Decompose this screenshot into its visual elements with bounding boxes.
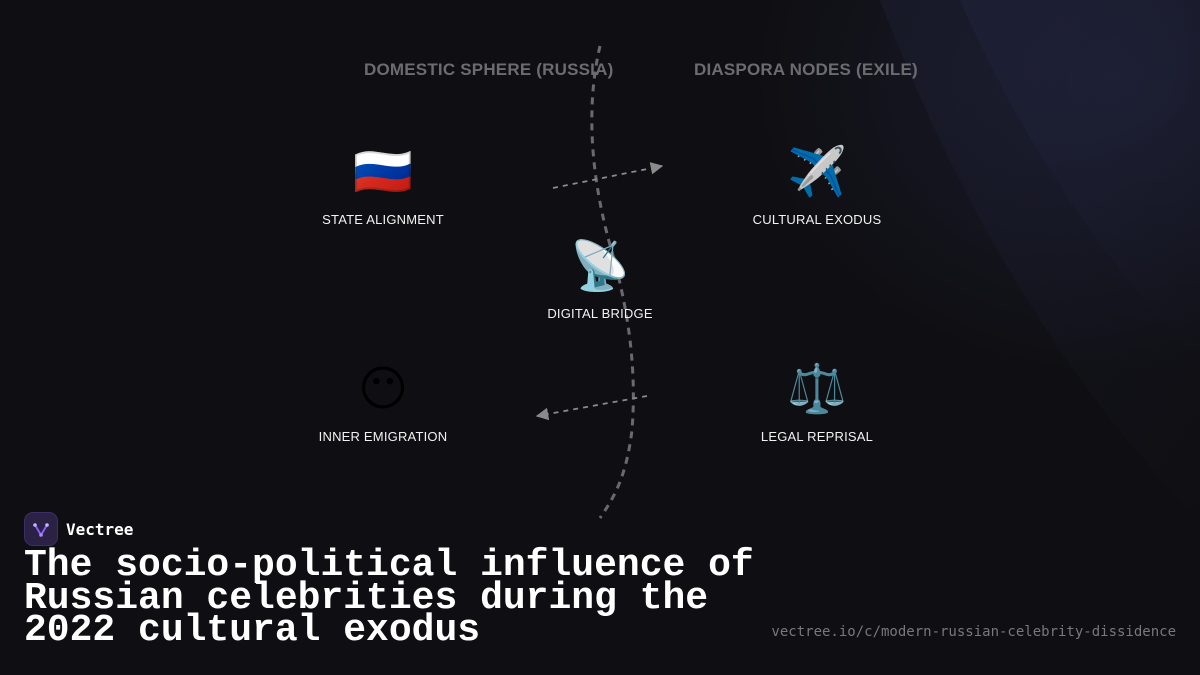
edge-reprisal-to-inner: [535, 395, 648, 421]
node-label: CULTURAL EXODUS: [752, 212, 882, 227]
node-digital-bridge: 📡 DIGITAL BRIDGE: [490, 238, 710, 321]
node-label: LEGAL REPRISAL: [760, 429, 874, 444]
node-cultural-exodus: ✈️ CULTURAL EXODUS: [707, 144, 927, 227]
balance-scale-icon: ⚖️: [787, 361, 847, 417]
zone-label-domestic: DOMESTIC SPHERE (RUSSIA): [364, 60, 614, 79]
page-title: The socio-political influence of Russian…: [24, 544, 754, 652]
brand-name: Vectree: [66, 519, 134, 539]
node-state-alignment: 🇷🇺 STATE ALIGNMENT: [273, 144, 493, 227]
face-without-mouth-icon: 😶: [357, 361, 409, 417]
node-label: INNER EMIGRATION: [318, 429, 448, 444]
russian-flag-icon: 🇷🇺: [353, 144, 413, 200]
edge-state-to-exodus: [552, 162, 664, 189]
vectree-logo-icon: [24, 512, 58, 546]
node-inner-emigration: 😶 INNER EMIGRATION: [273, 361, 493, 444]
node-label: STATE ALIGNMENT: [322, 212, 444, 227]
brand[interactable]: Vectree: [24, 512, 133, 546]
node-legal-reprisal: ⚖️ LEGAL REPRISAL: [707, 361, 927, 444]
divider-curve: [590, 45, 635, 519]
airplane-icon: ✈️: [787, 144, 847, 200]
node-label: DIGITAL BRIDGE: [547, 306, 653, 321]
source-url[interactable]: vectree.io/c/modern-russian-celebrity-di…: [771, 624, 1176, 640]
satellite-dish-icon: 📡: [570, 238, 630, 294]
zone-label-diaspora: DIASPORA NODES (EXILE): [694, 60, 918, 79]
